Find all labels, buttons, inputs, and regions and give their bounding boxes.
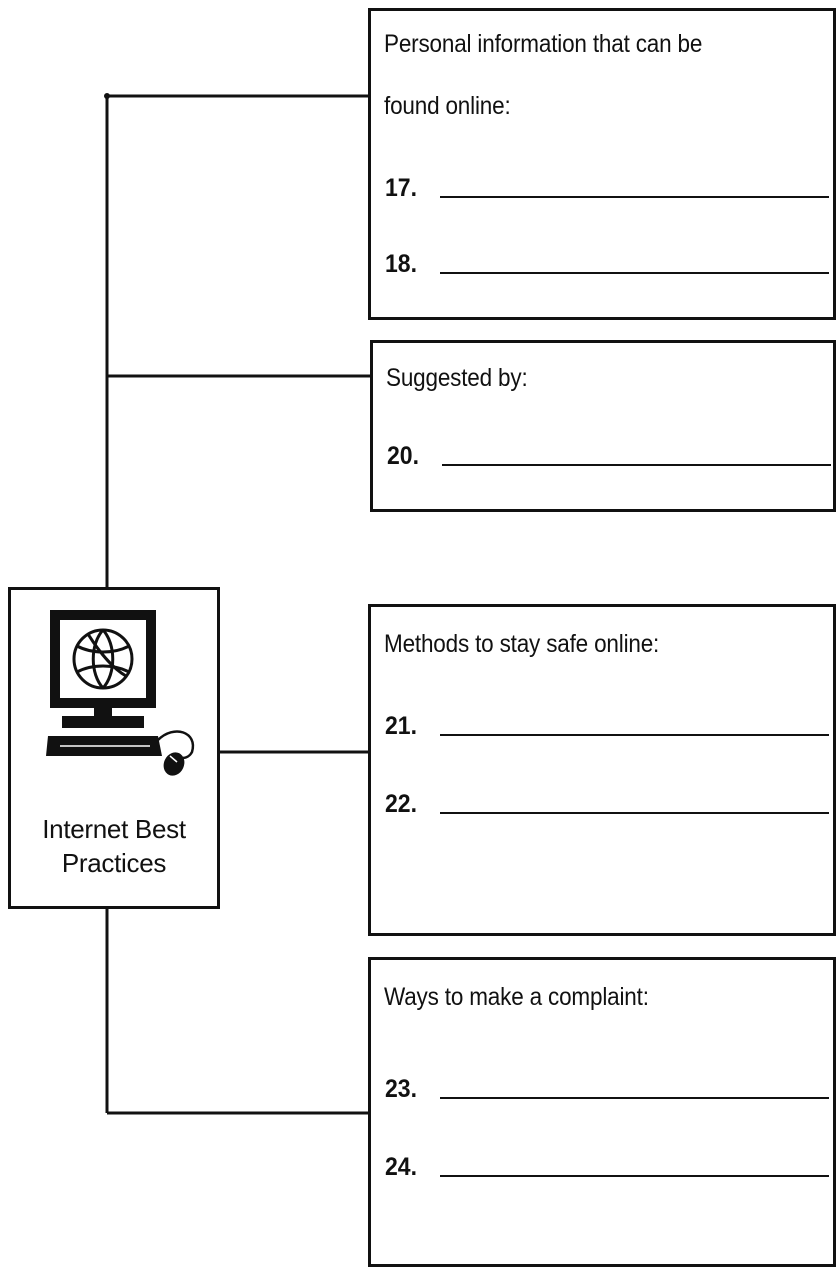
methods-heading: Methods to stay safe online:: [384, 613, 659, 675]
personal-info-heading: Personal information that can be found o…: [384, 13, 702, 137]
answer-line[interactable]: [440, 1175, 829, 1177]
suggested-by-heading-line-1: Suggested by:: [386, 364, 528, 392]
question-number: 23.: [385, 1075, 417, 1103]
personal-info-heading-line-1: Personal information that can be: [384, 30, 703, 58]
answer-line[interactable]: [440, 196, 829, 198]
center-topic-title: Internet Best Practices: [11, 812, 217, 880]
personal-info-heading-line-2: found online:: [384, 92, 511, 120]
question-number: 24.: [385, 1153, 417, 1181]
answer-blank-17[interactable]: 17.: [385, 163, 829, 203]
answer-blank-22[interactable]: 22.: [385, 779, 829, 819]
complaint-box: Ways to make a complaint: 23. 24.: [368, 957, 836, 1267]
question-number: 21.: [385, 712, 417, 740]
center-topic-box: Internet Best Practices: [8, 587, 220, 909]
question-number: 22.: [385, 790, 417, 818]
connector-dot: [104, 93, 110, 99]
methods-heading-line-1: Methods to stay safe online:: [384, 630, 660, 658]
personal-info-box: Personal information that can be found o…: [368, 8, 836, 320]
complaint-heading: Ways to make a complaint:: [384, 966, 649, 1028]
methods-box: Methods to stay safe online: 21. 22.: [368, 604, 836, 936]
question-number: 17.: [385, 174, 417, 202]
complaint-heading-line-1: Ways to make a complaint:: [384, 983, 649, 1011]
suggested-by-heading: Suggested by:: [386, 347, 528, 409]
answer-line[interactable]: [440, 812, 829, 814]
answer-blank-20[interactable]: 20.: [387, 431, 831, 471]
question-number: 20.: [387, 442, 419, 470]
suggested-by-box: Suggested by: 20.: [370, 340, 836, 512]
answer-blank-21[interactable]: 21.: [385, 701, 829, 741]
center-title-line-2: Practices: [61, 848, 167, 878]
answer-blank-18[interactable]: 18.: [385, 239, 829, 279]
answer-blank-24[interactable]: 24.: [385, 1142, 829, 1182]
answer-line[interactable]: [440, 272, 829, 274]
answer-blank-23[interactable]: 23.: [385, 1064, 829, 1104]
computer-with-globe-and-mouse-icon: [46, 610, 195, 776]
center-title-line-1: Internet Best: [42, 814, 186, 844]
answer-line[interactable]: [440, 734, 829, 736]
answer-line[interactable]: [442, 464, 831, 466]
question-number: 18.: [385, 250, 417, 278]
answer-line[interactable]: [440, 1097, 829, 1099]
